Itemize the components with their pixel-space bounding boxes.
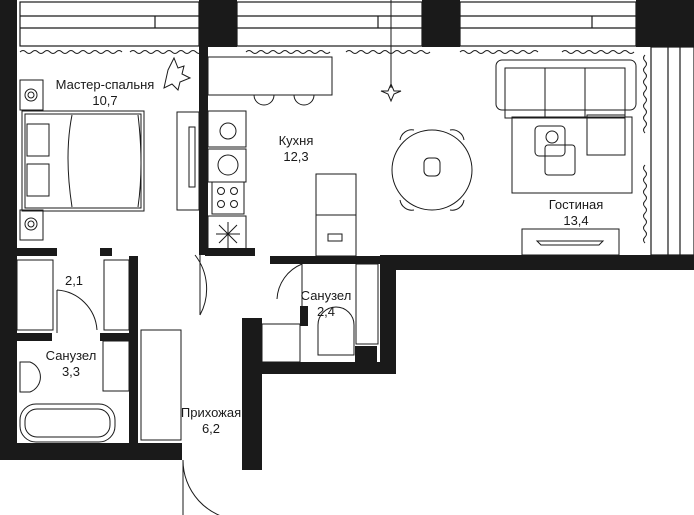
room-area: 13,4 <box>563 213 589 228</box>
room-area: 12,3 <box>283 149 309 164</box>
room-closet-label: 2,1 <box>65 273 83 289</box>
room-kitchen-label: Кухня 12,3 <box>279 133 314 165</box>
room-area: 2,4 <box>316 304 336 319</box>
room-hallway-label: Прихожая 6,2 <box>181 405 241 437</box>
room-living-room-label: Гостиная 13,4 <box>549 197 604 229</box>
room-area: 6,2 <box>201 421 221 436</box>
room-name: Санузел <box>45 348 97 363</box>
room-name: Санузел <box>300 288 352 303</box>
room-name: Гостиная <box>548 197 604 212</box>
room-area: 3,3 <box>61 364 81 379</box>
furniture <box>16 0 647 515</box>
room-bathroom-2-label: Санузел 2,4 <box>301 288 352 320</box>
room-name: Кухня <box>278 133 314 148</box>
room-bathroom-1-label: Санузел 3,3 <box>46 348 97 380</box>
walls <box>0 0 694 470</box>
room-name: Мастер-спальня <box>55 77 155 92</box>
room-area: 10,7 <box>92 93 118 108</box>
room-area: 2,1 <box>64 273 84 288</box>
room-master-bedroom-label: Мастер-спальня 10,7 <box>56 77 155 109</box>
room-name: Прихожая <box>180 405 242 420</box>
